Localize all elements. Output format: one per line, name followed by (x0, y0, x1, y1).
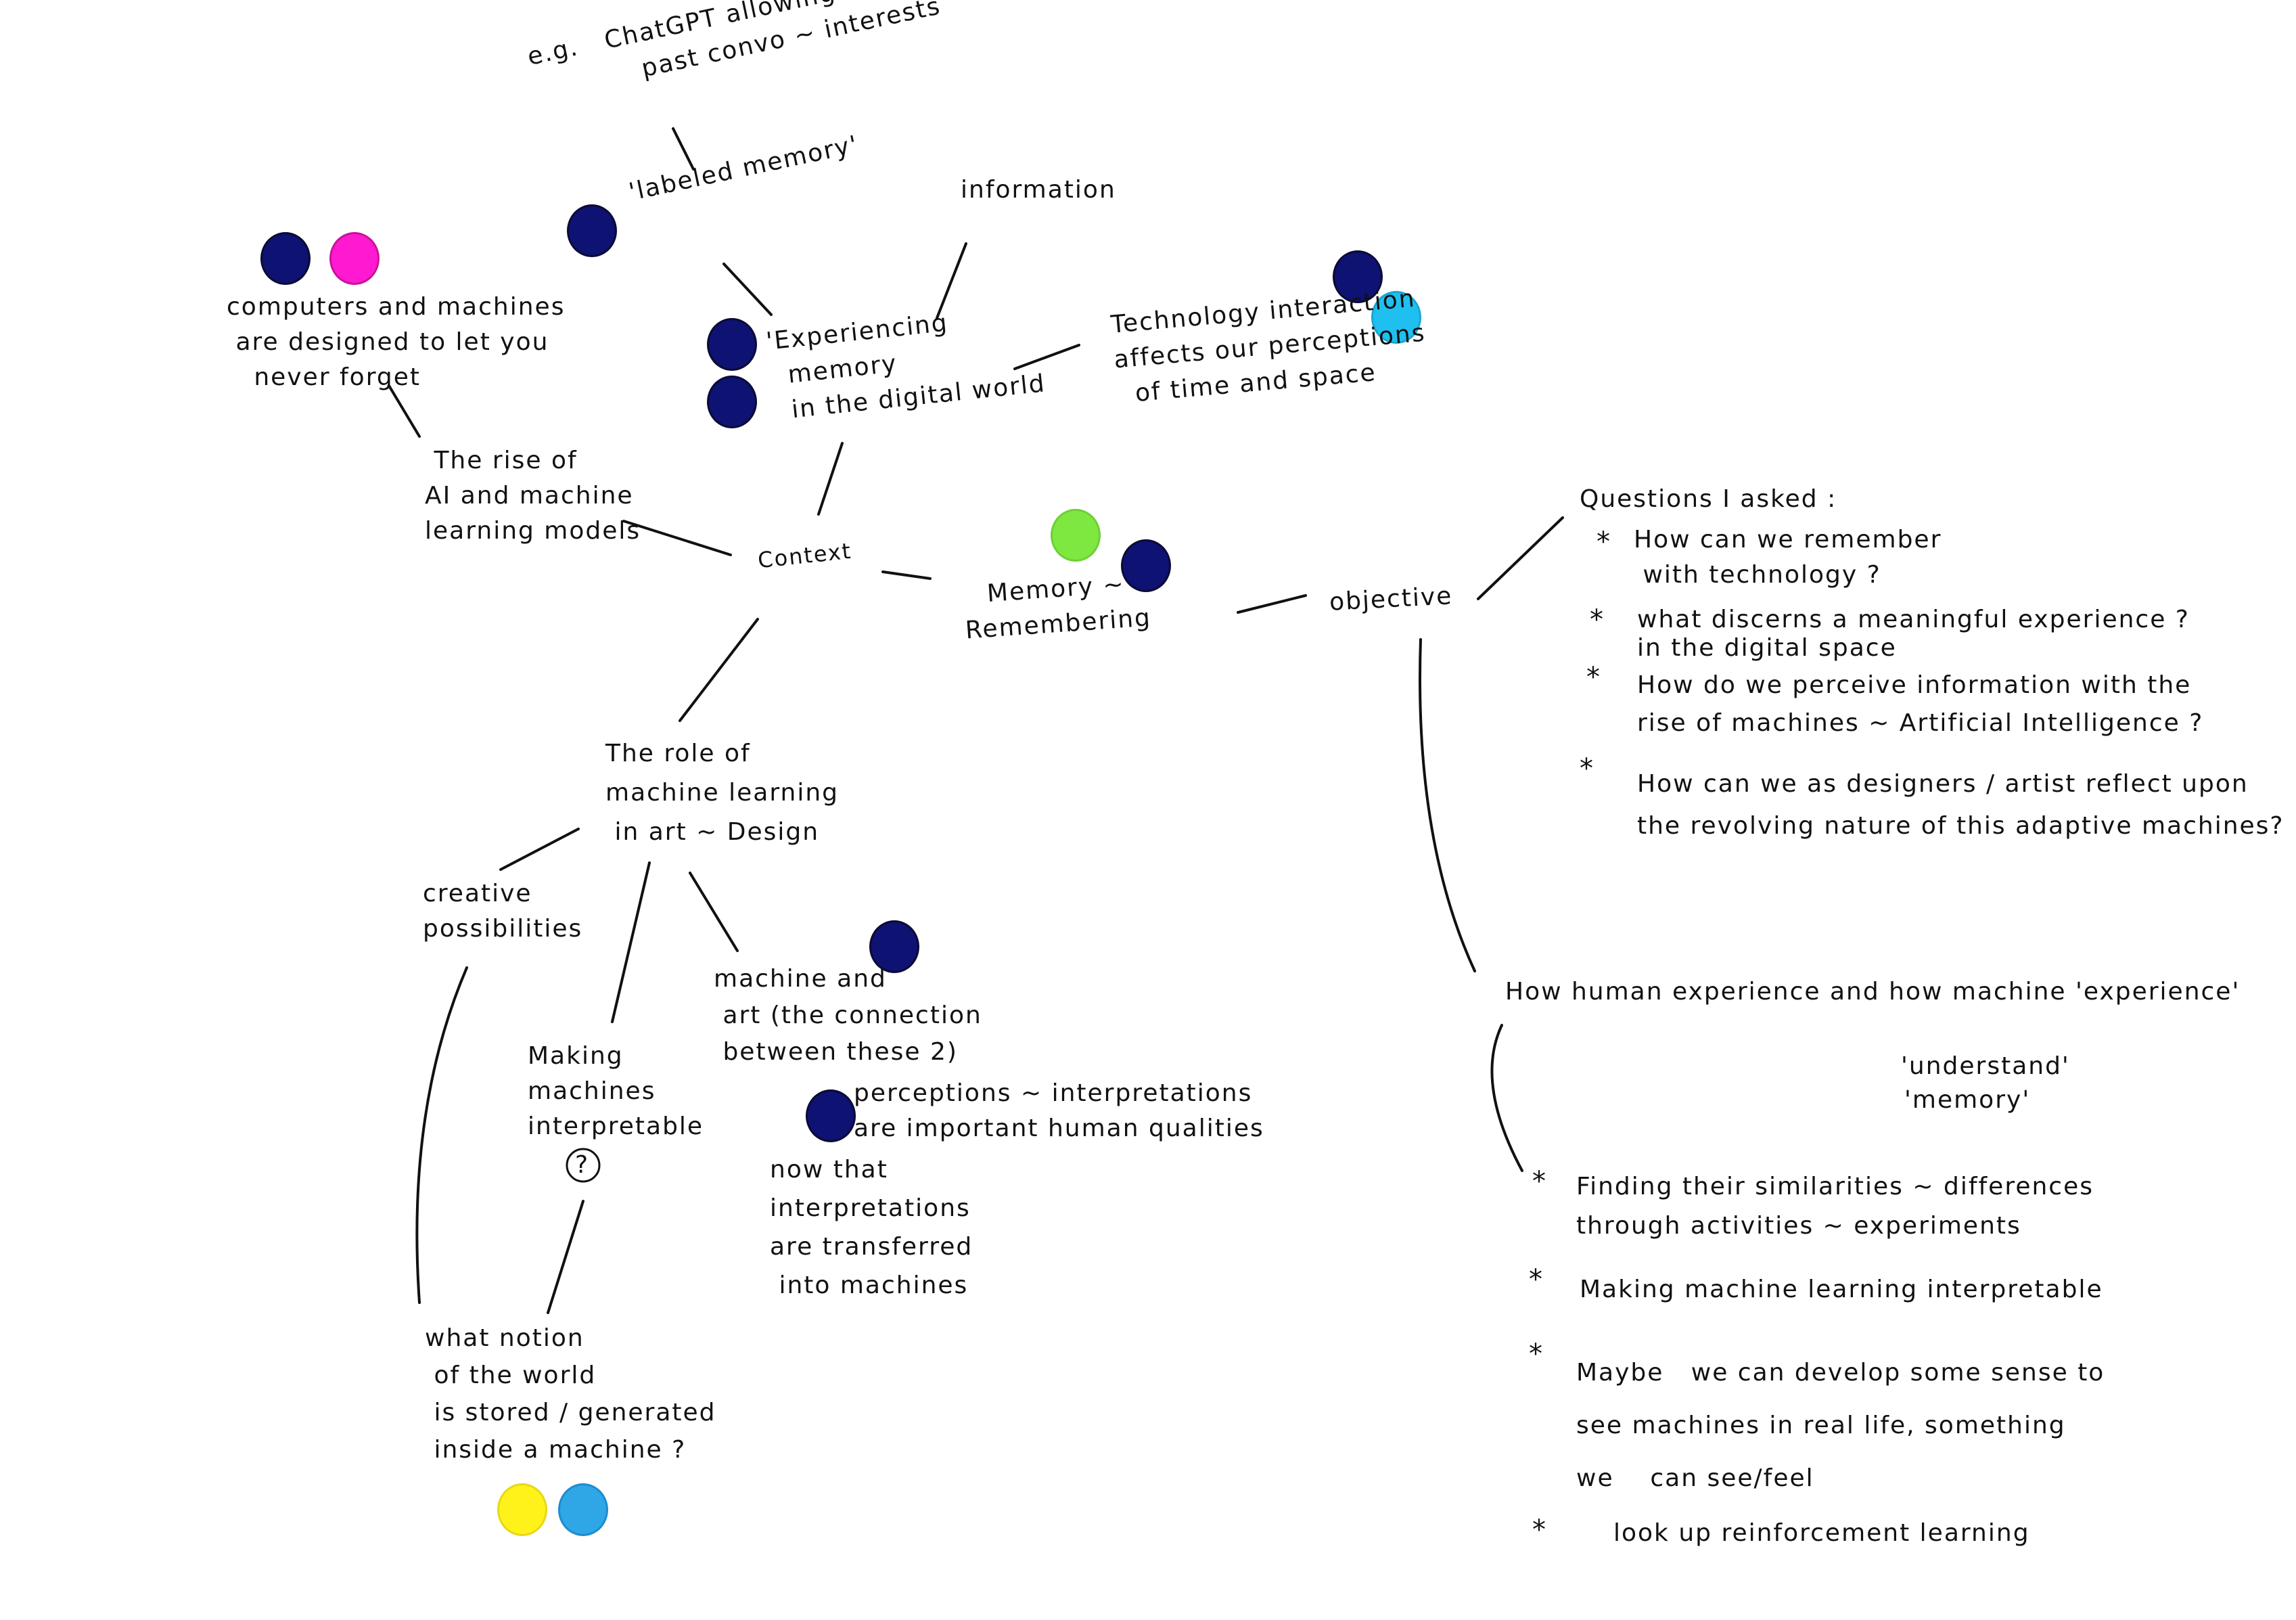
question-item: How can we remember with technology ? (1634, 526, 1942, 589)
question-circle (566, 1148, 601, 1183)
connector-line (817, 442, 844, 516)
making-machines-interpretable-node: Making machines interpretable (528, 1042, 704, 1140)
connector-line (1013, 344, 1080, 370)
asterisk-bullet: * (1529, 1264, 1544, 1295)
connector-line (388, 384, 421, 438)
information-node: information (961, 176, 1116, 204)
navy-dot (707, 376, 757, 428)
point-item: Making machine learning interpretable (1580, 1276, 2103, 1303)
point-item: Finding their similarities ~ differences… (1576, 1173, 2094, 1240)
navy-dot (707, 318, 757, 371)
center-node-memory: Memory ~ Remembering (964, 570, 1153, 645)
navy-dot (1333, 250, 1383, 303)
machine-and-art-node: machine and art (the connection between … (714, 965, 982, 1066)
navy-dot (567, 204, 617, 257)
lime-dot (1051, 509, 1101, 562)
question-item: How do we perceive information with the … (1637, 671, 2204, 737)
asterisk-bullet: * (1590, 604, 1605, 635)
connector-line (722, 263, 773, 316)
understand-note: 'understand' (1901, 1052, 2070, 1080)
connector-line (622, 520, 732, 556)
question-item: what discerns a meaningful experience ? … (1637, 606, 2190, 662)
connector-line (1237, 594, 1307, 614)
connector-line (415, 966, 468, 1304)
computers-node: computers and machines are designed to l… (227, 293, 566, 391)
navy-dot (806, 1089, 856, 1142)
question-marker: ? (575, 1151, 590, 1179)
asterisk-bullet: * (1580, 753, 1594, 784)
navy-dot (869, 920, 919, 973)
yellow-dot (497, 1483, 547, 1536)
connector-line (611, 861, 651, 1023)
connector-line (1490, 1024, 1523, 1172)
point-item: Maybe we can develop some sense to see m… (1576, 1359, 2105, 1492)
connector-line (499, 828, 580, 871)
cyan-dot (1371, 291, 1421, 344)
question-item: How can we as designers / artist reflect… (1637, 770, 2284, 840)
connector-line (881, 570, 932, 580)
navy-dot (1121, 539, 1171, 592)
asterisk-bullet: * (1586, 662, 1601, 693)
asterisk-bullet: * (1529, 1338, 1544, 1370)
what-notion-node: what notion of the world is stored / gen… (425, 1324, 716, 1464)
connector-line (672, 127, 695, 171)
sky-dot (558, 1483, 608, 1536)
rise-of-ai-node: The rise of AI and machine learning mode… (425, 447, 641, 545)
creative-possibilities-node: creative possibilities (423, 880, 583, 943)
objective-node: objective (1329, 582, 1454, 616)
how-human-experience-node: How human experience and how machine 'ex… (1505, 978, 2241, 1006)
role-of-ml-node: The role of machine learning in art ~ De… (605, 740, 840, 846)
connector-line (689, 872, 739, 952)
navy-dot (260, 232, 311, 285)
connector-line (1477, 516, 1564, 600)
connector-line (679, 618, 759, 722)
questions-title: Questions I asked : (1580, 485, 1837, 513)
perceptions-note: perceptions ~ interpretations are import… (854, 1079, 1264, 1142)
asterisk-bullet: * (1597, 526, 1611, 558)
asterisk-bullet: * (1532, 1166, 1547, 1197)
magenta-dot (329, 232, 380, 285)
connector-line (1419, 638, 1476, 972)
point-item: look up reinforcement learning (1613, 1519, 2030, 1547)
memory-note: 'memory' (1904, 1086, 2031, 1114)
now-that-note: now that interpretations are transferred… (770, 1156, 973, 1299)
connector-line (547, 1200, 584, 1314)
asterisk-bullet: * (1532, 1514, 1547, 1546)
connector-line (936, 242, 967, 319)
